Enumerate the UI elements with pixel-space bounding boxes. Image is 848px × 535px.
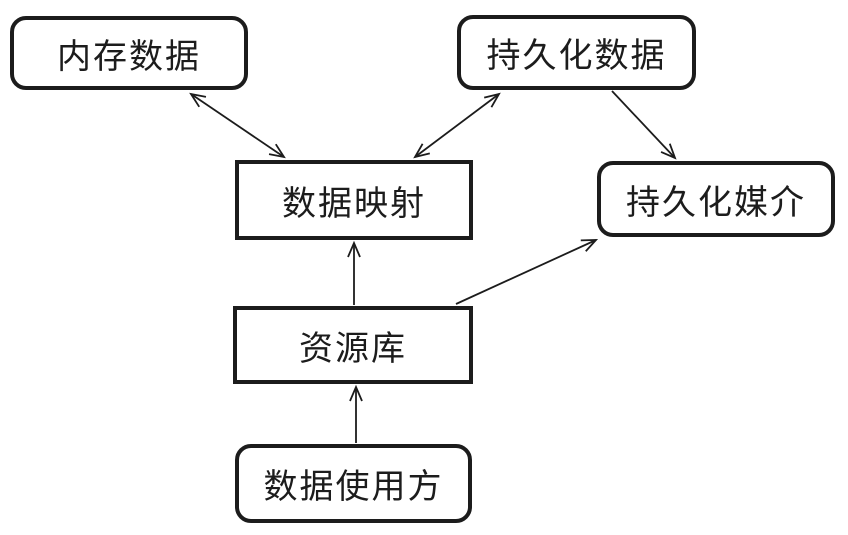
edge-persisted-data-data-mapper-bidirectional [413,92,501,159]
node-data-mapper: 数据映射 [235,160,473,240]
node-data-consumer: 数据使用方 [235,444,472,523]
node-repository-label: 资源库 [299,330,407,368]
node-data-consumer-label: 数据使用方 [263,469,444,506]
node-persistence-medium: 持久化媒介 [597,161,835,237]
node-persisted-data-label: 持久化数据 [486,38,667,75]
node-data-mapper-label: 数据映射 [282,185,426,223]
edge-memory-data-data-mapper-bidirectional [189,92,286,159]
node-repository: 资源库 [233,306,473,384]
node-memory-data: 内存数据 [10,16,248,90]
node-persisted-data: 持久化数据 [457,15,696,90]
node-persistence-medium-label: 持久化媒介 [626,184,806,222]
edge-persisted-data-to-persistence-medium [611,90,677,160]
edge-repository-to-persistence-medium [455,239,599,305]
node-memory-data-label: 内存数据 [57,38,201,76]
